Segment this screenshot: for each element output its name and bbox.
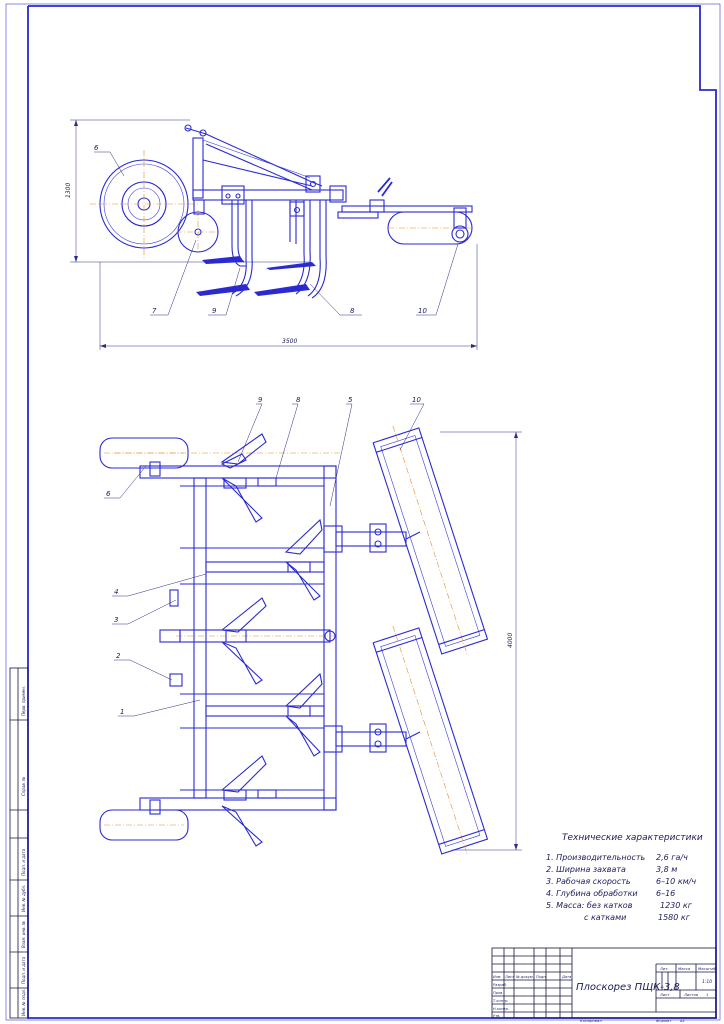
callout-6-side: 6	[94, 144, 99, 152]
spec-label-4: 4. Глубина обработки	[546, 889, 638, 898]
dim-width-label: 4000	[507, 633, 514, 648]
spec-value-3: 6–10 км/ч	[656, 877, 696, 886]
callout-10-side: 10	[418, 307, 427, 315]
stamp-text-2: Справ. №	[21, 777, 26, 796]
specs-block: Технические характеристики 1. Производит…	[546, 833, 703, 922]
side-stamp: Перв. примен. Справ. № Подп. и дата Инв.…	[9, 667, 29, 1019]
drawing-title: Плоскорез ПЩК-3,8	[576, 982, 680, 993]
callout-6-top: 6	[106, 490, 111, 498]
tb-sheet: Лист	[659, 992, 670, 997]
tb-kopiroval: Копировал	[580, 1018, 602, 1023]
tb-podp: Подп.	[536, 975, 547, 979]
spec-value-2: 3,8 м	[656, 865, 677, 874]
tb-utv: Утв.	[493, 1014, 501, 1018]
tb-data: Дата	[561, 975, 571, 979]
share-blades	[196, 256, 316, 296]
callout-5-top: 5	[348, 396, 353, 404]
tb-format-value: А1	[679, 1018, 685, 1023]
spec-label-2: 2. Ширина захвата	[546, 865, 626, 874]
callout-8-side: 8	[350, 307, 355, 315]
title-block: Изм. Лист № докум. Подп. Дата Разраб. Пр…	[491, 947, 717, 1023]
side-view: 1300 3500	[65, 119, 478, 350]
spec-label-1: 1. Производительность	[546, 853, 646, 862]
tb-sheets: Листов	[683, 992, 699, 997]
callout-9-side: 9	[212, 307, 217, 315]
roller-upper	[372, 425, 489, 657]
stamp-text-1: Перв. примен.	[21, 686, 26, 716]
dim-height-label: 1300	[65, 183, 72, 198]
callout-1-top: 1	[120, 708, 124, 716]
callout-7-side: 7	[152, 307, 157, 315]
tb-masshtab: Масштаб	[698, 966, 717, 971]
top-view: 4000	[99, 396, 522, 857]
callout-2-top: 2	[116, 652, 121, 660]
spec-value-4: 6–16	[656, 889, 675, 898]
callout-8-top: 8	[296, 396, 301, 404]
tb-tkontr: Т.контр.	[493, 999, 509, 1003]
stamp-text-5: Взам. инв. №	[21, 921, 26, 948]
stamp-text-6: Подп. и дата	[21, 956, 26, 984]
stamp-text-7: Инв. № подл.	[21, 988, 26, 1016]
dim-length-label: 3500	[282, 338, 297, 345]
tb-scale-value: 1:10	[702, 979, 712, 985]
spec-label-5: 5. Масса: без катков	[546, 901, 633, 910]
tb-izm: Изм.	[493, 975, 501, 979]
roller-lower	[372, 625, 489, 857]
stamp-text-4: Инв. № дубл.	[21, 885, 26, 912]
spec-value-5: 1230 кг	[660, 901, 693, 910]
tb-lit: Лит.	[659, 966, 669, 971]
tb-prov: Пров.	[493, 991, 503, 995]
callout-9-top: 9	[258, 396, 263, 404]
specs-heading: Технические характеристики	[562, 833, 703, 843]
spec-value-1: 2,6 га/ч	[656, 853, 688, 862]
tb-format: Формат	[656, 1018, 672, 1023]
tb-doc: № докум.	[515, 975, 534, 979]
stamp-text-3: Подп. и дата	[21, 848, 26, 876]
callout-4-top: 4	[114, 588, 118, 596]
spec-label-3: 3. Рабочая скорость	[546, 877, 631, 886]
tb-nkontr: Н.контр.	[493, 1007, 509, 1011]
tb-massa: Масса	[678, 966, 691, 971]
callout-10-top: 10	[412, 396, 421, 404]
tb-razrab: Разраб.	[493, 983, 507, 987]
callout-3-top: 3	[114, 616, 118, 624]
top-view-shares	[220, 433, 323, 847]
tb-list: Лист	[504, 975, 515, 979]
tb-sheets-value: 1	[706, 992, 708, 997]
spec-value-6: 1580 кг	[658, 913, 691, 922]
spec-label-6: с катками	[584, 913, 626, 922]
